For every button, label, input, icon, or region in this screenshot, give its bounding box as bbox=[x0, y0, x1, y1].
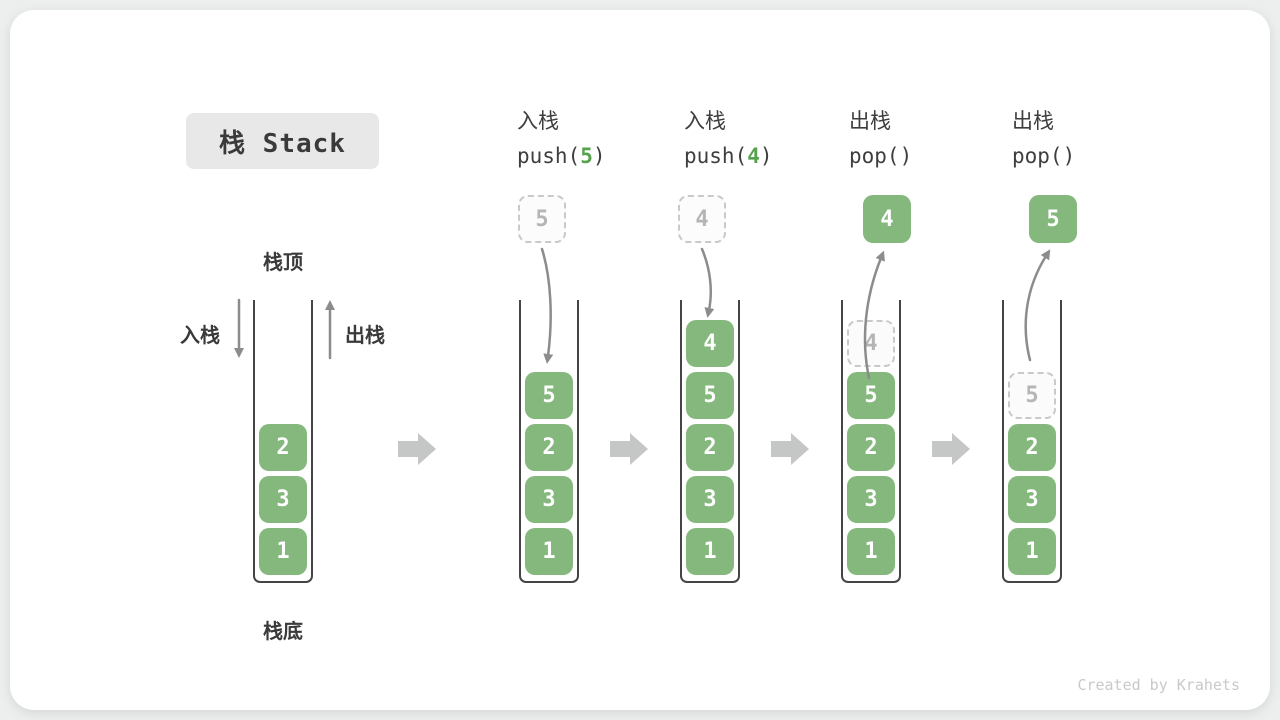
stack-cell: 4 bbox=[686, 320, 734, 367]
stack-cell: 1 bbox=[525, 528, 573, 575]
stack-cell: 1 bbox=[259, 528, 307, 575]
step1-code-arg: 5 bbox=[580, 144, 593, 168]
stack-container-initial: 2 3 1 bbox=[253, 300, 313, 583]
pop-direction-label: 出栈 bbox=[345, 325, 385, 347]
step2-code-arg: 4 bbox=[747, 144, 760, 168]
step2-header: 入栈 push(4) bbox=[684, 104, 773, 174]
pushed-value-box-4: 4 bbox=[678, 195, 726, 243]
stack-container-pop5: 5 2 3 1 bbox=[1002, 300, 1062, 583]
step3-header: 出栈 pop() bbox=[849, 104, 912, 174]
stack-cell: 5 bbox=[686, 372, 734, 419]
stack-cell: 3 bbox=[259, 476, 307, 523]
popped-value-box-4: 4 bbox=[863, 195, 911, 243]
stack-container-after-push4: 4 5 2 3 1 bbox=[680, 300, 740, 583]
stack-container-after-push5: 5 2 3 1 bbox=[519, 300, 579, 583]
stack-cell: 3 bbox=[1008, 476, 1056, 523]
watermark: Created by Krahets bbox=[1077, 676, 1240, 694]
step2-header-code: push(4) bbox=[684, 144, 773, 168]
step1-header: 入栈 push(5) bbox=[517, 104, 606, 174]
push-direction-label: 入栈 bbox=[180, 325, 220, 347]
stack-cell: 2 bbox=[847, 424, 895, 471]
stack-cell: 3 bbox=[686, 476, 734, 523]
popped-value-box-5: 5 bbox=[1029, 195, 1077, 243]
stack-container-pop4: 4 5 2 3 1 bbox=[841, 300, 901, 583]
stack-cell: 3 bbox=[847, 476, 895, 523]
step4-header-zh: 出栈 bbox=[1012, 109, 1054, 133]
stack-cell-ghost: 4 bbox=[847, 320, 895, 367]
stack-cell: 3 bbox=[525, 476, 573, 523]
stack-top-label: 栈顶 bbox=[263, 252, 303, 274]
stack-cell: 1 bbox=[847, 528, 895, 575]
stack-cell-ghost: 5 bbox=[1008, 372, 1056, 419]
step1-header-zh: 入栈 bbox=[517, 109, 559, 133]
step1-header-code: push(5) bbox=[517, 144, 606, 168]
stack-bottom-label: 栈底 bbox=[263, 621, 303, 643]
step4-header-code: pop() bbox=[1012, 144, 1076, 168]
stack-cell: 2 bbox=[686, 424, 734, 471]
stack-cell: 2 bbox=[259, 424, 307, 471]
step3-header-code: pop() bbox=[849, 144, 913, 168]
stack-cell: 2 bbox=[1008, 424, 1056, 471]
stack-cell: 1 bbox=[686, 528, 734, 575]
pushed-value-box-5: 5 bbox=[518, 195, 566, 243]
stack-cell: 2 bbox=[525, 424, 573, 471]
diagram-title: 栈 Stack bbox=[186, 113, 379, 169]
diagram-title-text: 栈 Stack bbox=[219, 128, 346, 159]
step2-header-zh: 入栈 bbox=[684, 109, 726, 133]
step4-header: 出栈 pop() bbox=[1012, 104, 1075, 174]
stack-cell: 5 bbox=[525, 372, 573, 419]
step3-header-zh: 出栈 bbox=[849, 109, 891, 133]
stack-cell: 5 bbox=[847, 372, 895, 419]
stack-cell: 1 bbox=[1008, 528, 1056, 575]
